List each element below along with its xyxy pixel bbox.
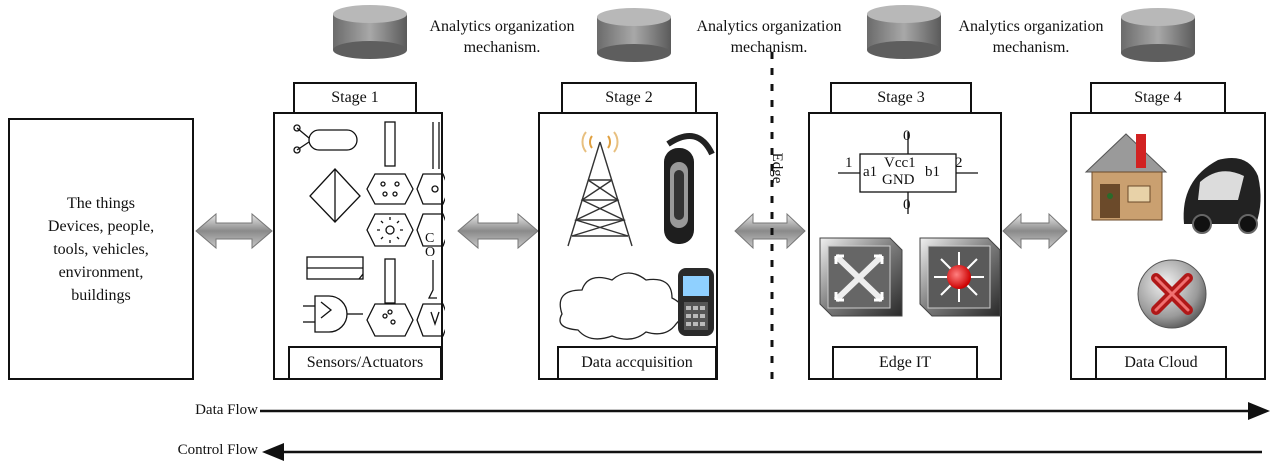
mobile-phone-icon <box>678 268 714 336</box>
stage-4-box <box>1070 112 1266 380</box>
data-flow-label: Data Flow <box>195 402 258 418</box>
bidirectional-arrow-icon <box>195 212 273 250</box>
mechanism-note-line: mechanism. <box>730 39 808 56</box>
things-line: tools, vehicles, <box>53 240 149 258</box>
things-line: environment, <box>58 263 144 281</box>
mechanism-note-line: mechanism. <box>992 39 1070 56</box>
mechanism-note-line: Analytics organization <box>958 18 1104 35</box>
mechanism-note: Analytics organization mechanism. <box>680 16 858 58</box>
bidirectional-arrow-icon <box>734 212 806 250</box>
sensor-glyph-o: O <box>425 245 435 260</box>
circuit-bottom-pin: 0 <box>903 197 911 213</box>
control-flow-arrow <box>262 443 1262 461</box>
house-icon <box>1084 133 1168 221</box>
mechanism-note: Analytics organization mechanism. <box>416 16 588 58</box>
database-icon <box>333 5 407 59</box>
circuit-right-port: b1 <box>925 164 940 180</box>
stage-1-title: Stage 1 <box>293 82 417 114</box>
bluetooth-headset-icon <box>664 133 715 244</box>
stage-4-title: Stage 4 <box>1090 82 1226 114</box>
circuit-top-pin: 0 <box>903 128 911 144</box>
router-icon <box>919 237 1001 317</box>
mechanism-note-line: Analytics organization <box>429 18 575 35</box>
stage-3-box <box>808 112 1002 380</box>
sensors-icons: C O <box>293 121 445 337</box>
close-icon <box>1137 259 1207 329</box>
stage-4-footer: Data Cloud <box>1095 346 1227 380</box>
edge-it-icons <box>819 132 1001 317</box>
cloud-icon <box>559 272 684 340</box>
edge-label: Edge <box>769 152 785 184</box>
car-icon <box>1183 158 1261 234</box>
control-flow-label: Control Flow <box>177 442 258 458</box>
database-icon <box>867 5 941 59</box>
database-icon <box>1121 8 1195 62</box>
stage-2-title: Stage 2 <box>561 82 697 114</box>
stage-2-box <box>538 112 718 380</box>
bidirectional-arrow-icon <box>457 212 539 250</box>
circuit-component-icon <box>838 132 978 214</box>
antenna-tower-icon <box>567 131 633 247</box>
stage-3-title: Stage 3 <box>830 82 972 114</box>
sensor-glyph-c: C <box>425 231 434 246</box>
stage-1-box: C O <box>273 112 445 380</box>
circuit-right-pin: 2 <box>955 155 963 171</box>
data-flow-arrow <box>260 402 1270 420</box>
circuit-left-pin: 1 <box>845 155 853 171</box>
things-line: Devices, people, <box>47 217 155 235</box>
network-switch-icon <box>819 237 903 317</box>
things-line: buildings <box>71 286 131 304</box>
bidirectional-arrow-icon <box>1002 212 1068 250</box>
circuit-part-top: Vcc1 <box>884 155 916 171</box>
things-text: The things Devices, people, tools, vehic… <box>8 118 194 380</box>
stage-1-footer: Sensors/Actuators <box>288 346 442 380</box>
circuit-left-port: a1 <box>863 164 878 180</box>
mechanism-note: Analytics organization mechanism. <box>945 16 1117 58</box>
stage-2-footer: Data accquisition <box>557 346 717 380</box>
mechanism-note-line: mechanism. <box>463 39 541 56</box>
acquisition-icons <box>559 131 715 340</box>
things-box <box>8 118 194 380</box>
things-line: The things <box>67 194 135 212</box>
circuit-part-bottom: GND <box>882 172 915 188</box>
stage-3-footer: Edge IT <box>832 346 978 380</box>
mechanism-note-line: Analytics organization <box>696 18 842 35</box>
database-icon <box>597 8 671 62</box>
cloud-icons <box>1084 133 1261 329</box>
